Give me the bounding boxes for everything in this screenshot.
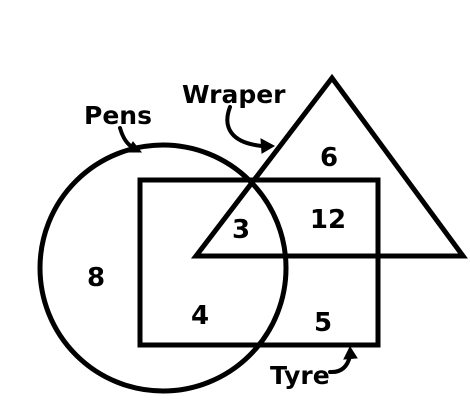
region-pens-tyre: 4 <box>191 301 209 331</box>
region-wrapper-only: 6 <box>320 143 338 173</box>
region-tyre-only: 5 <box>314 308 332 338</box>
pens-pointer-arrow <box>118 126 134 149</box>
wrapper-triangle <box>190 73 468 259</box>
wrapper-pointer-arrow <box>225 105 264 148</box>
tyre-arrowhead-icon <box>343 345 358 360</box>
wrapper-arrowhead-icon <box>260 138 276 154</box>
region-pens-only: 8 <box>87 263 105 293</box>
tyre-label: Tyre <box>270 361 330 390</box>
region-wrapper-tyre: 12 <box>310 205 346 235</box>
pens-circle <box>37 142 289 394</box>
pens-label: Pens <box>84 101 152 130</box>
region-pens-wrapper-tyre: 3 <box>232 215 250 245</box>
wrapper-label: Wraper <box>182 80 286 109</box>
pens-arrowhead-icon <box>126 141 143 153</box>
